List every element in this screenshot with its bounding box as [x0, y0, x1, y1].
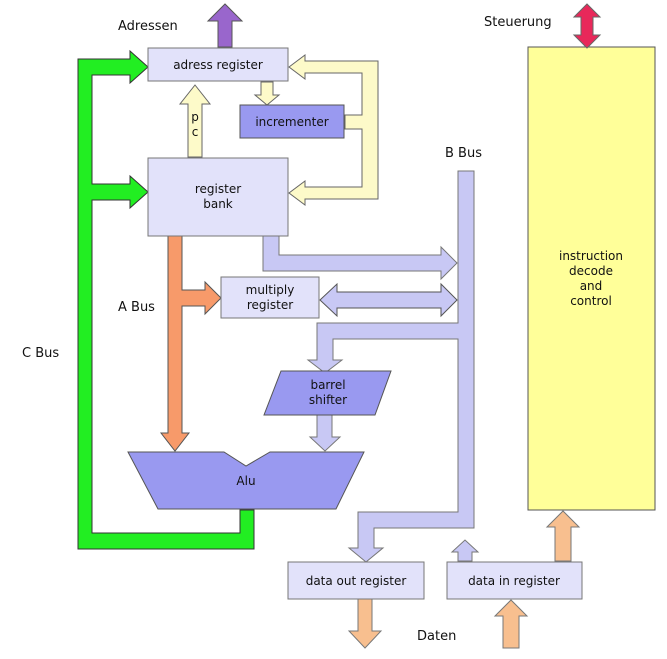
pc-label-p: p	[191, 110, 199, 124]
instruction-decode-label-2: decode	[569, 264, 613, 278]
alu-block	[127, 451, 365, 510]
data-in-to-control-arrow	[545, 510, 581, 562]
instruction-decode-label-3: and	[580, 279, 603, 293]
adress-register-block	[147, 47, 289, 82]
barrel-shifter-to-alu-arrow	[308, 414, 342, 452]
data-in-register-block	[446, 561, 583, 600]
b-bus-path	[306, 170, 475, 563]
data-out-register-block	[287, 561, 425, 600]
a-bus-path	[159, 235, 222, 452]
register-bank-label-2: bank	[203, 197, 233, 211]
incrementer-label: incrementer	[255, 115, 328, 129]
data-out-register-label: data out register	[306, 574, 407, 588]
multiply-register-label-1: multiply	[246, 283, 295, 297]
pc-feedback-loop-arrow	[288, 54, 379, 206]
b-bus-label: B Bus	[445, 146, 482, 161]
multiply-register-b-bus-double-arrow	[319, 282, 458, 318]
steuerung-label: Steuerung	[484, 15, 552, 30]
data-in-register-label: data in register	[468, 574, 560, 588]
instruction-decode-control-block	[527, 46, 656, 511]
register-bank-to-b-bus-arrow	[262, 235, 458, 281]
data-in-to-b-bus-arrow	[450, 539, 480, 562]
pc-label-c: c	[192, 125, 199, 139]
multiply-register-block	[220, 276, 320, 319]
c-bus-label: C Bus	[22, 346, 59, 361]
adressen-label: Adressen	[118, 19, 178, 34]
instruction-decode-label-4: control	[570, 294, 612, 308]
adress-to-incrementer-arrow	[253, 81, 281, 106]
multiply-register-label-2: register	[247, 298, 293, 312]
c-bus-path	[77, 49, 255, 550]
register-bank-label-1: register	[195, 182, 241, 196]
a-bus-label: A Bus	[118, 300, 155, 315]
barrel-shifter-label-2: shifter	[309, 393, 347, 407]
control-bidirectional-arrow	[572, 3, 602, 49]
incrementer-block	[239, 104, 345, 139]
instruction-decode-label-1: instruction	[559, 249, 623, 263]
data-out-arrow	[347, 598, 383, 649]
adress-register-label: adress register	[173, 58, 263, 72]
pc-arrow	[178, 84, 212, 158]
daten-label: Daten	[417, 629, 456, 644]
barrel-shifter-block	[263, 370, 392, 416]
register-bank-block	[147, 157, 289, 237]
address-out-arrow	[206, 3, 244, 48]
barrel-shifter-label-1: barrel	[310, 378, 345, 392]
data-in-arrow	[493, 599, 529, 649]
alu-label: Alu	[236, 474, 255, 488]
